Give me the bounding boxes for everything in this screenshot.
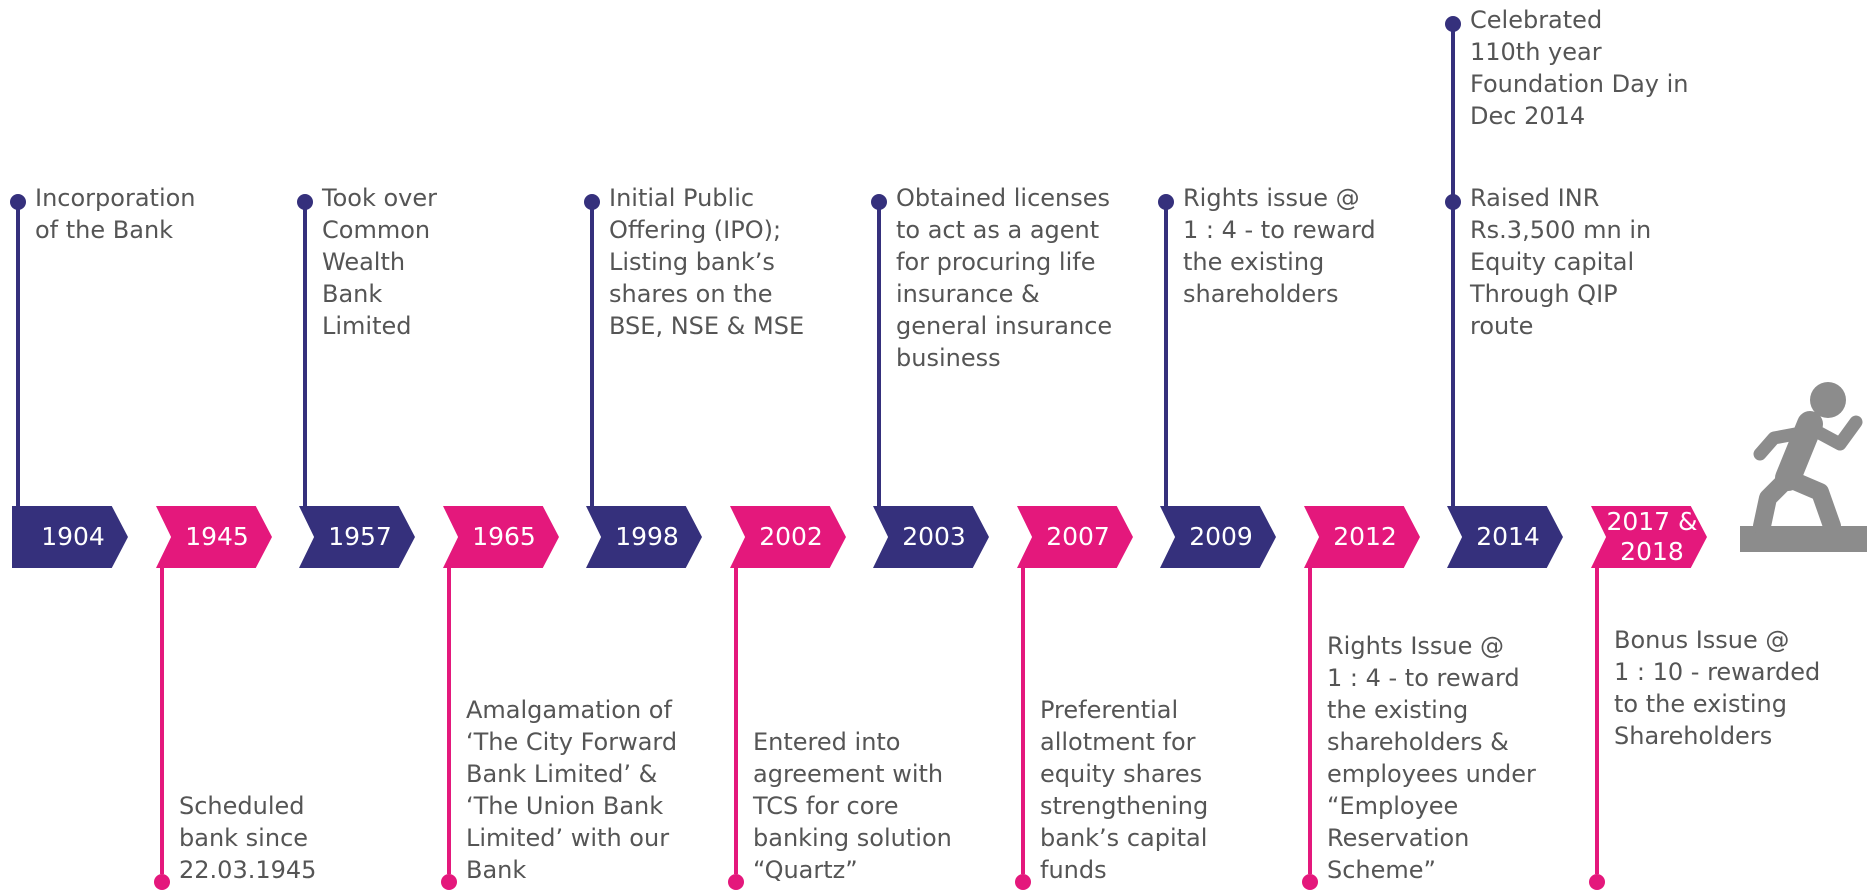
connector-line <box>734 568 738 874</box>
year-chevron: 1957 <box>299 506 415 568</box>
year-label: 2003 <box>902 522 966 551</box>
year-chevron: 2012 <box>1304 506 1420 568</box>
event-description: Obtained licenses to act as a agent for … <box>896 184 1113 372</box>
year-label: 1904 <box>41 522 105 551</box>
year-chevron: 2007 <box>1017 506 1133 568</box>
event-description: Rights Issue @ 1 : 4 - to reward the exi… <box>1327 632 1536 884</box>
milestone-dot <box>154 874 170 890</box>
year-label: 2012 <box>1333 522 1397 551</box>
event-description: Raised INR Rs.3,500 mn in Equity capital… <box>1470 184 1652 340</box>
milestone-dot <box>1589 874 1605 890</box>
event-description: Amalgamation of ‘The City Forward Bank L… <box>466 696 678 884</box>
milestone-dot <box>584 194 600 210</box>
milestone-dot <box>441 874 457 890</box>
year-label: 2014 <box>1476 522 1540 551</box>
connector-line <box>303 200 307 506</box>
event-description: Incorporation of the Bank <box>35 184 196 244</box>
milestone-dot <box>1302 874 1318 890</box>
connector-line <box>590 200 594 506</box>
year-chevron: 1945 <box>156 506 272 568</box>
connector-line <box>1021 568 1025 874</box>
year-label: 1957 <box>328 522 392 551</box>
year-chevron: 2017 & 2018 <box>1591 506 1707 568</box>
event-description: Rights issue @ 1 : 4 - to reward the exi… <box>1183 184 1376 308</box>
connector-line <box>1164 200 1168 506</box>
year-chevron: 2009 <box>1160 506 1276 568</box>
milestone-dot <box>1015 874 1031 890</box>
connector-line <box>447 568 451 874</box>
running-person-stairs-icon <box>1740 382 1867 552</box>
milestone-dot <box>1445 16 1461 32</box>
connector-line <box>1451 22 1455 506</box>
connector-line <box>16 200 20 506</box>
milestone-dot <box>1445 194 1461 210</box>
year-label: 2002 <box>759 522 823 551</box>
event-description: Bonus Issue @ 1 : 10 - rewarded to the e… <box>1614 626 1821 750</box>
year-chevron: 1965 <box>443 506 559 568</box>
connector-line <box>877 200 881 506</box>
milestone-dot <box>728 874 744 890</box>
milestone-dot <box>1158 194 1174 210</box>
event-description: Entered into agreement with TCS for core… <box>753 728 952 884</box>
year-chevron: 2014 <box>1447 506 1563 568</box>
year-chevron: 2003 <box>873 506 989 568</box>
event-description: Initial Public Offering (IPO); Listing b… <box>609 184 805 340</box>
milestone-dot <box>10 194 26 210</box>
year-label: 1998 <box>615 522 679 551</box>
year-label: 1945 <box>185 522 249 551</box>
event-description: Celebrated 110th year Foundation Day in … <box>1470 6 1689 130</box>
year-chevron: 1904 <box>12 506 128 568</box>
year-label: 2009 <box>1189 522 1253 551</box>
year-chevron: 1998 <box>586 506 702 568</box>
event-description: Scheduled bank since 22.03.1945 <box>179 792 317 884</box>
year-label: 2007 <box>1046 522 1110 551</box>
event-description: Preferential allotment for equity shares… <box>1040 696 1209 884</box>
milestone-dot <box>871 194 887 210</box>
year-label: 2017 & 2018 <box>1606 507 1698 566</box>
year-label: 1965 <box>472 522 536 551</box>
connector-line <box>1595 568 1599 874</box>
connector-line <box>1308 568 1312 874</box>
event-description: Took over Common Wealth Bank Limited <box>322 184 437 340</box>
connector-line <box>160 568 164 874</box>
year-chevron: 2002 <box>730 506 846 568</box>
milestone-dot <box>297 194 313 210</box>
